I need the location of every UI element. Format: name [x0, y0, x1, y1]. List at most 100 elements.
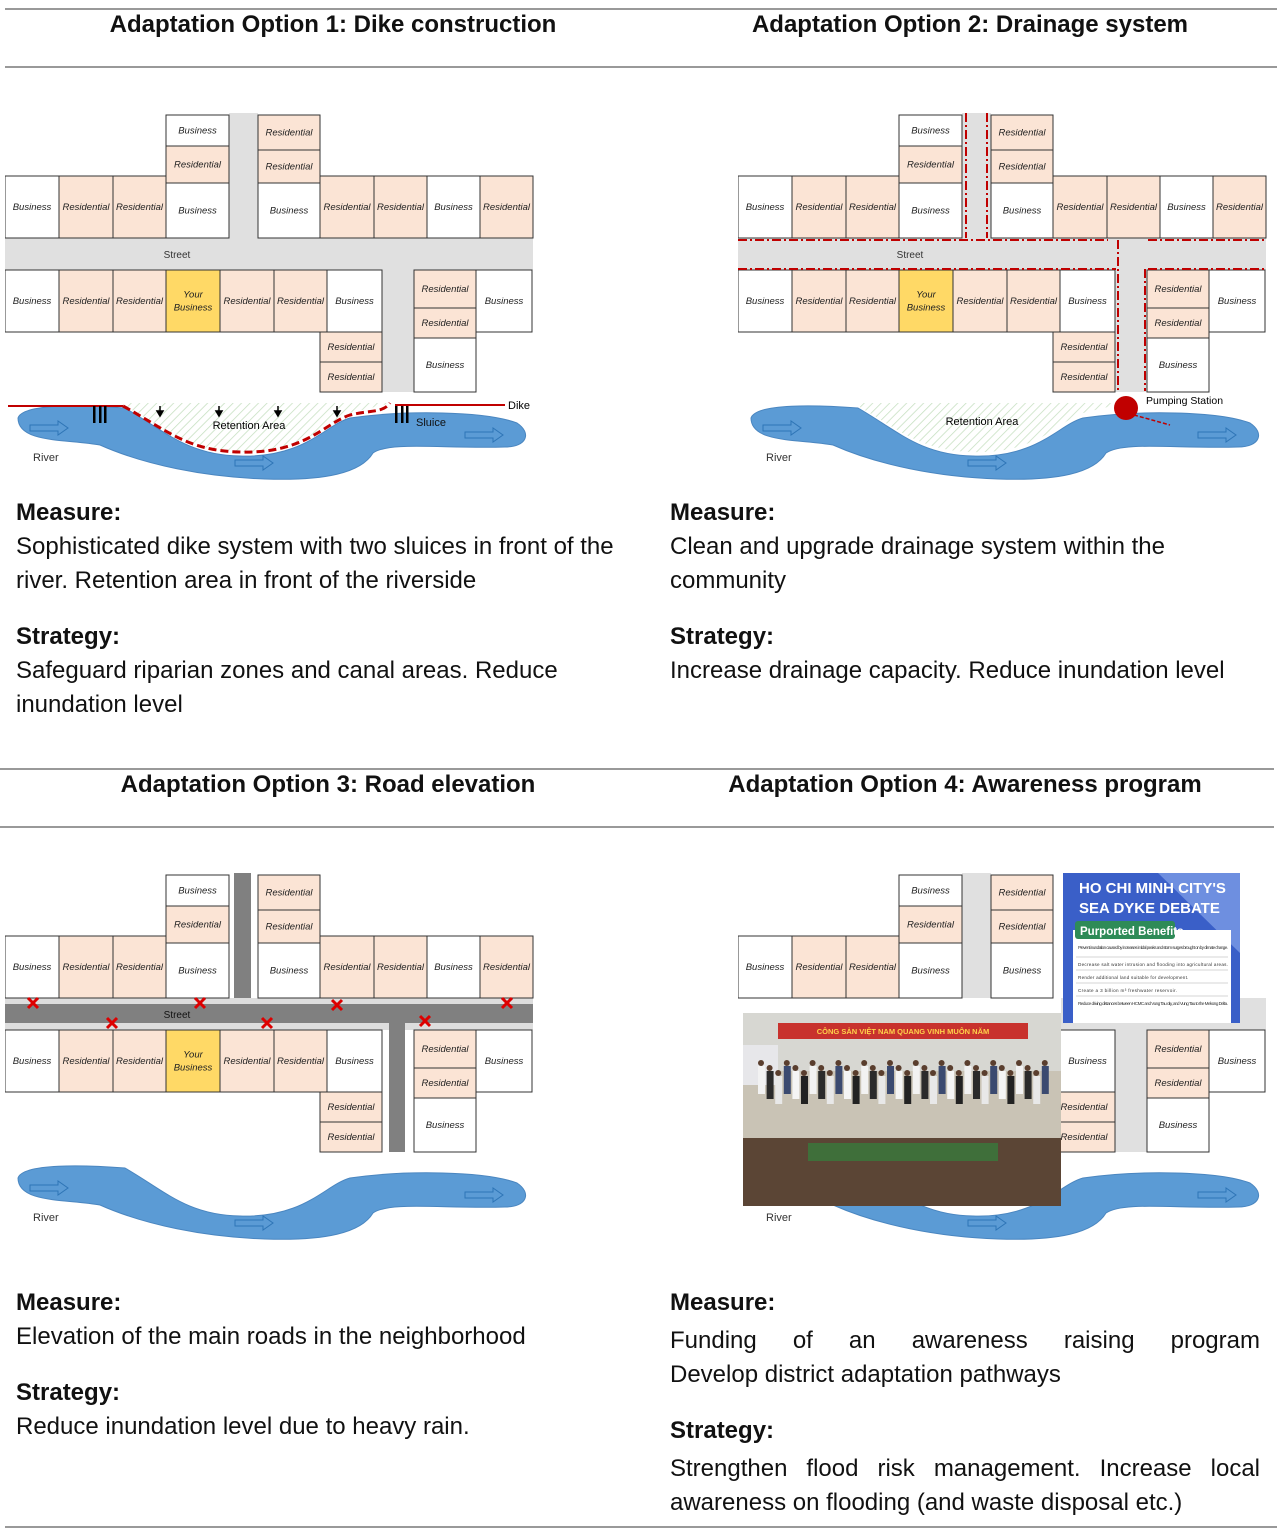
block-rect — [165, 269, 221, 333]
sluice-bar — [401, 406, 404, 423]
block-residential: Residential — [219, 1029, 275, 1093]
block-rect — [738, 175, 793, 239]
block-residential: Residential — [373, 935, 428, 999]
block-rect — [738, 935, 793, 999]
block-rect — [990, 149, 1054, 184]
sluice-label: Sluice — [416, 417, 446, 429]
river-label: River — [766, 1212, 792, 1224]
block-label: Residential — [377, 962, 425, 973]
block-rect — [165, 1029, 221, 1093]
block-residential: Residential — [319, 361, 383, 393]
block-business: Business — [1059, 1029, 1116, 1093]
block-label: Business — [174, 303, 213, 314]
block-business: Business — [5, 935, 60, 999]
meeting-photo: CÔNG SẢN VIỆT NAM QUANG VINH MUÔN NĂM — [743, 1013, 1061, 1206]
measure-line: Develop district adaptation pathways — [670, 1361, 1061, 1388]
person-body — [852, 1076, 860, 1104]
block-business: Business — [1208, 269, 1266, 333]
block-label: Residential — [277, 1056, 325, 1067]
block-label: Residential — [1057, 202, 1105, 213]
measure-label: Measure: — [670, 499, 776, 526]
block-rect — [257, 114, 321, 151]
divider — [0, 768, 1274, 770]
block-residential: Residential — [898, 145, 963, 184]
block-label: Business — [178, 126, 217, 137]
block-rect — [845, 935, 900, 999]
block-label: Residential — [796, 962, 844, 973]
block-rect — [413, 1097, 477, 1153]
person-body — [792, 1071, 800, 1099]
street-label: Street — [897, 250, 924, 261]
person-body — [809, 1066, 817, 1094]
block-label: Business — [485, 1056, 524, 1067]
person-head — [990, 1060, 997, 1066]
person-head — [1016, 1060, 1022, 1066]
measure-label: Measure: — [16, 1289, 122, 1316]
block-rect — [990, 874, 1054, 911]
block-rect — [413, 337, 477, 393]
block-rect — [5, 269, 60, 333]
retention-area — [125, 403, 390, 453]
block-residential: Residential — [845, 175, 900, 239]
person-body — [912, 1066, 920, 1094]
block-residential: Residential — [898, 905, 963, 944]
person-body — [1007, 1076, 1015, 1104]
option-4-text: Measure: Funding of an awareness raising… — [670, 1286, 1260, 1520]
block-label: Business — [13, 202, 52, 213]
measure-label: Measure: — [16, 499, 122, 526]
block-label: Business — [746, 962, 785, 973]
block-business: Business — [990, 182, 1054, 239]
block-residential: Residential — [165, 145, 230, 184]
measure-text: Elevation of the main roads in the neigh… — [16, 1323, 526, 1350]
block-label: Business — [911, 206, 950, 217]
block-label: Residential — [422, 318, 470, 329]
street-vertical — [1115, 1030, 1147, 1152]
block-residential: Residential — [791, 269, 847, 333]
strategy-label: Strategy: — [16, 1379, 121, 1406]
photo-banner — [778, 1023, 1028, 1039]
block-residential: Residential — [952, 269, 1008, 333]
measure-text: Sophisticated dike system with two sluic… — [16, 533, 614, 594]
block-residential: Residential — [319, 1091, 383, 1123]
person-body — [938, 1066, 946, 1094]
block-business: Business — [5, 175, 60, 239]
block-business: Business — [898, 114, 963, 147]
block-label: Residential — [116, 1056, 164, 1067]
river-label: River — [33, 452, 59, 464]
person-head — [878, 1070, 885, 1076]
block-residential: Residential — [479, 935, 534, 999]
block-label: Residential — [849, 296, 897, 307]
block-rect — [898, 942, 963, 999]
street — [738, 238, 1266, 270]
block-residential: Residential — [990, 114, 1054, 151]
person-head — [895, 1065, 902, 1071]
person-head — [783, 1060, 790, 1066]
block-label: Residential — [63, 202, 111, 213]
block-rect — [898, 114, 963, 147]
block-label: Residential — [1155, 284, 1203, 295]
block-residential: Residential — [319, 331, 383, 363]
block-residential: Residential — [219, 269, 275, 333]
block-label: Residential — [63, 296, 111, 307]
block-label: Residential — [328, 1102, 376, 1113]
person-head — [973, 1065, 979, 1071]
block-residential: Residential — [1052, 1091, 1116, 1123]
flow-arrow-icon — [464, 427, 504, 443]
person-head — [930, 1070, 936, 1076]
down-arrow-icon — [214, 406, 224, 418]
block-label: Residential — [907, 160, 955, 171]
block-residential: Residential — [1146, 1029, 1210, 1069]
block-rect — [1052, 361, 1116, 393]
block-label: Business — [270, 206, 309, 217]
block-label: Residential — [849, 962, 897, 973]
block-label: Business — [746, 296, 785, 307]
block-rect — [257, 874, 321, 911]
block-residential: Residential — [1106, 175, 1161, 239]
street — [5, 238, 533, 270]
option-1-title: Adaptation Option 1: Dike construction — [109, 11, 557, 38]
person-head — [775, 1070, 782, 1076]
block-label: Business — [178, 966, 217, 977]
